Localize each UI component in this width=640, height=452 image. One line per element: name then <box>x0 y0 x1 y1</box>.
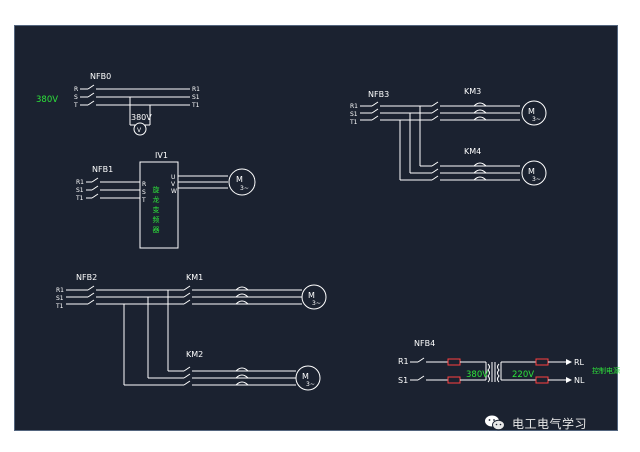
motor-3-sub: 3~ <box>306 381 315 388</box>
transformer-primary-voltage: 380V <box>466 370 488 380</box>
nfb0-out-r1: R1 <box>192 86 200 93</box>
motor-icon-2 <box>301 284 327 310</box>
km2-label: KM2 <box>186 350 203 359</box>
inverter-in-s: S <box>142 189 146 196</box>
inverter-out-w: W <box>171 188 177 195</box>
nfb0-phase-r: R <box>74 86 78 93</box>
motor-1-symbol: M <box>236 175 243 184</box>
km1-label: KM1 <box>186 273 203 282</box>
nfb0-phase-t: T <box>73 102 78 109</box>
output-nl: NL <box>574 376 585 385</box>
motor-1-sub: 3~ <box>240 185 249 192</box>
inverter-out-u: U <box>171 174 175 181</box>
nfb0-out-s1: S1 <box>192 94 200 101</box>
drawing-frame <box>14 25 618 431</box>
motor-4-symbol: M <box>528 107 535 116</box>
nfb0-wires <box>80 84 190 126</box>
inverter-name: 旋龙变频器 <box>152 185 160 236</box>
nfb1-label: NFB1 <box>92 165 113 174</box>
nfb0-label: NFB0 <box>90 72 111 81</box>
nfb2-label: NFB2 <box>76 273 97 282</box>
motor-3-symbol: M <box>302 372 309 381</box>
control-power-label: 控制电源 <box>592 366 620 375</box>
nfb4-wires <box>410 357 572 384</box>
inverter-label: IV1 <box>155 151 168 160</box>
km3-label: KM3 <box>464 87 481 96</box>
motor-4-sub: 3~ <box>532 116 541 123</box>
voltmeter-icon <box>133 122 147 136</box>
inverter-out-v: V <box>171 181 176 188</box>
voltage-label-380v: 380V <box>36 95 58 105</box>
inverter-box <box>139 161 179 249</box>
inverter-in-t: T <box>141 197 146 204</box>
nfb0-phase-s: S <box>74 94 78 101</box>
motor-2-sub: 3~ <box>312 300 321 307</box>
watermark: 电工电气学习 <box>484 414 587 432</box>
nfb1-wires <box>86 175 228 199</box>
nfb3-phase-s1: S1 <box>350 111 358 118</box>
ctrl-s1-label: S1 <box>398 376 408 385</box>
transformer-secondary-voltage: 220V <box>512 370 534 380</box>
nfb2-phase-s1: S1 <box>56 295 64 302</box>
nfb1-phase-s1: S1 <box>76 187 84 194</box>
voltmeter-symbol: V <box>137 127 142 134</box>
nfb3-phase-r1: R1 <box>350 103 358 110</box>
nfb2-wires <box>66 285 302 386</box>
voltmeter-rating: 380V <box>131 113 152 122</box>
nfb2-phase-t1: T1 <box>55 303 64 310</box>
nfb2-phase-r1: R1 <box>56 287 64 294</box>
motor-icon-3 <box>295 365 321 391</box>
motor-5-symbol: M <box>528 167 535 176</box>
watermark-text: 电工电气学习 <box>512 416 588 431</box>
nfb0-out-t1: T1 <box>191 102 200 109</box>
motor-icon-4 <box>521 100 547 126</box>
motor-5-sub: 3~ <box>532 176 541 183</box>
nfb4-label: NFB4 <box>414 339 435 348</box>
nfb1-phase-r1: R1 <box>76 179 84 186</box>
motor-icon-5 <box>521 160 547 186</box>
nfb3-wires <box>360 101 520 181</box>
inverter-in-r: R <box>142 181 146 188</box>
nfb1-phase-t1: T1 <box>75 195 84 202</box>
motor-2-symbol: M <box>308 291 315 300</box>
motor-icon-1 <box>228 168 256 196</box>
km4-label: KM4 <box>464 147 481 156</box>
nfb3-label: NFB3 <box>368 90 389 99</box>
wechat-icon <box>485 415 505 431</box>
ctrl-r1-label: R1 <box>398 357 409 366</box>
nfb3-phase-t1: T1 <box>349 119 358 126</box>
output-rl: RL <box>574 358 585 367</box>
